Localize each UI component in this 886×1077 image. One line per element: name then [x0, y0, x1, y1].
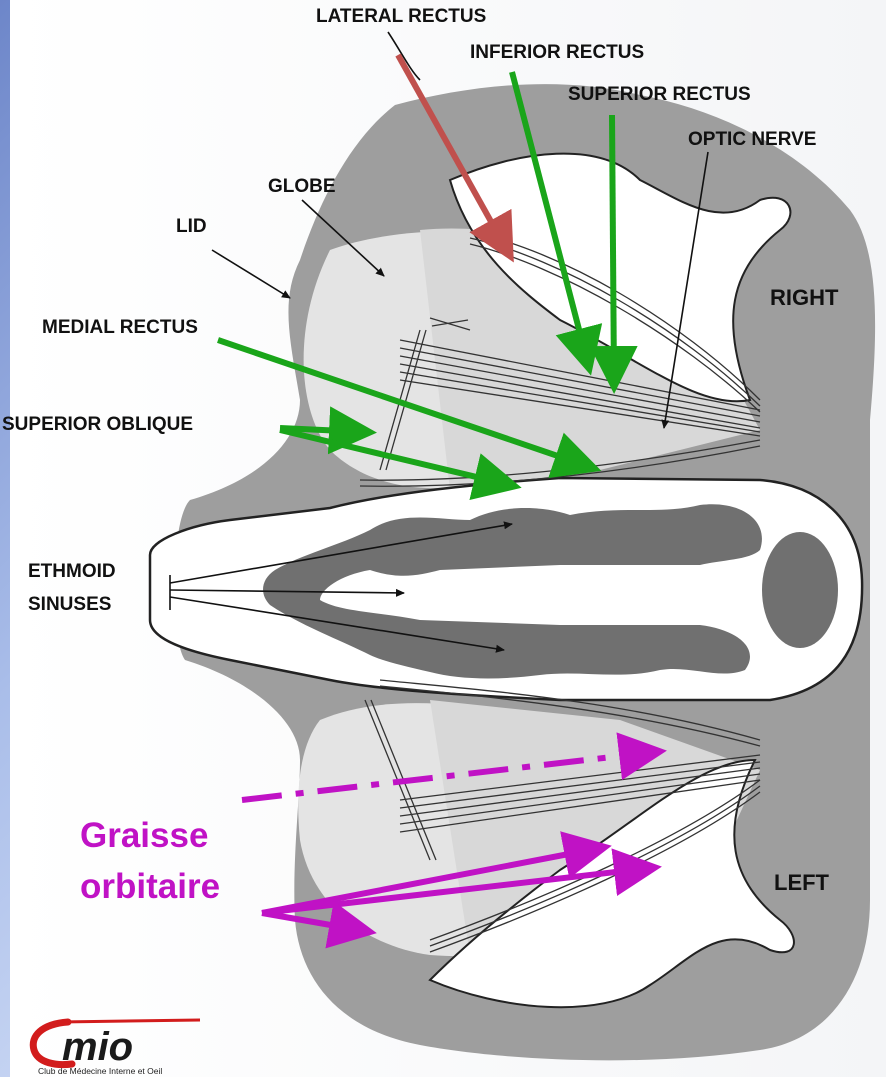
- label-superior-oblique: SUPERIOR OBLIQUE: [2, 414, 193, 435]
- label-sinuses: SINUSES: [28, 594, 111, 615]
- label-medial-rectus: MEDIAL RECTUS: [42, 317, 198, 338]
- label-globe: GLOBE: [268, 176, 336, 197]
- label-optic-nerve: OPTIC NERVE: [688, 129, 816, 150]
- label-superior-rectus: SUPERIOR RECTUS: [568, 84, 751, 105]
- label-inferior-rectus: INFERIOR RECTUS: [470, 42, 644, 63]
- logo-underline: [60, 1020, 200, 1022]
- sphenoid-sinus: [762, 532, 838, 648]
- superior-rectus-arrow: [612, 115, 614, 382]
- label-lateral-rectus: LATERAL RECTUS: [316, 6, 486, 27]
- label-lid: LID: [176, 216, 207, 237]
- label-ethmoid: ETHMOID: [28, 561, 116, 582]
- label-right: RIGHT: [770, 285, 839, 310]
- label-left: LEFT: [774, 870, 830, 895]
- logo-wordmark: mio: [62, 1025, 133, 1069]
- annotation-graisse: Graisse: [80, 816, 208, 855]
- annotation-orbitaire: orbitaire: [80, 867, 220, 906]
- logo-tagline: Club de Médecine Interne et Oeil: [38, 1066, 162, 1076]
